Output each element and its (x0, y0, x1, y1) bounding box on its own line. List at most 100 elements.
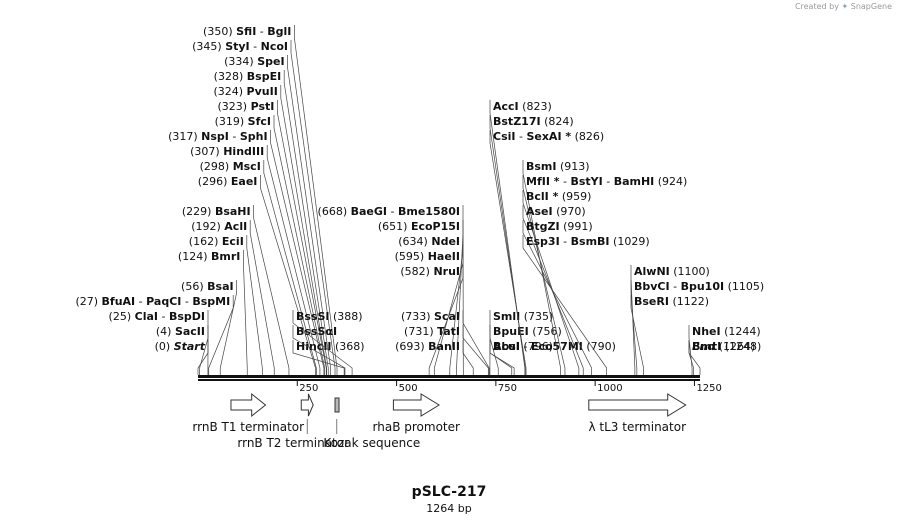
site-label: (345) StyI - NcoI (192, 40, 288, 53)
restriction-site[interactable]: (124) BmrI (178, 250, 248, 375)
site-label: (668) BaeGI - Bme1580I (318, 205, 460, 218)
restriction-site[interactable]: (733) ScaI (401, 310, 490, 375)
enzyme-name: BbsI (493, 340, 520, 353)
site-label: BssSαI (296, 325, 337, 338)
restriction-site[interactable]: NheI (1244) (688, 325, 761, 375)
feature-arrow-icon (300, 393, 314, 417)
restriction-site[interactable]: (0) Start (155, 340, 209, 375)
enzyme-name: AseI (526, 205, 553, 218)
site-position: (0) (155, 340, 171, 353)
restriction-site[interactable]: AccI (823) (489, 100, 552, 375)
site-leader-line (243, 250, 248, 375)
feature[interactable]: Kozak sequence (323, 397, 420, 450)
enzyme-name: SfiI (236, 25, 256, 38)
restriction-site[interactable]: BsmI (913) (522, 160, 590, 375)
restriction-site[interactable]: (731) TatI (404, 325, 489, 375)
restriction-site[interactable]: (668) BaeGI - Bme1580I (318, 205, 464, 375)
site-leader-line (266, 145, 321, 375)
site-label: (634) NdeI (398, 235, 460, 248)
restriction-site[interactable]: (319) SfcI (215, 115, 326, 375)
restriction-site[interactable]: (350) SfiI - BglI (203, 25, 338, 375)
enzyme-name: BseRI (634, 295, 669, 308)
restriction-site[interactable]: BclI * (959) (522, 190, 591, 375)
feature[interactable]: rrnB T2 terminator (237, 393, 349, 450)
site-position: (790) (586, 340, 616, 353)
restriction-site[interactable]: BbsI (796) (489, 340, 553, 375)
site-label: BpuEI (756) (493, 325, 562, 338)
site-leader-line (283, 70, 329, 375)
restriction-site[interactable]: AcuI - Eco57MI (790) (489, 340, 616, 375)
restriction-site[interactable]: (296) EaeI (198, 175, 316, 375)
site-position: (913) (560, 160, 590, 173)
restriction-site[interactable]: (162) EciI (189, 235, 263, 375)
site-label: (0) Start (155, 340, 206, 353)
restriction-site[interactable]: (317) NspI - SphI (168, 130, 325, 375)
restriction-site[interactable]: CsiI - SexAI * (826) (489, 130, 604, 375)
restriction-site[interactable]: (324) PvuII (213, 85, 328, 375)
restriction-site[interactable]: (693) BanII (395, 340, 474, 375)
enzyme-name: EciI (222, 235, 244, 248)
enzyme-name: NheI (692, 325, 721, 338)
site-position: (162) (189, 235, 219, 248)
restriction-site[interactable]: BtgZI (991) (522, 220, 593, 375)
restriction-site[interactable]: AseI (970) (522, 205, 586, 375)
restriction-site[interactable]: Esp3I - BsmBI (1029) (522, 235, 650, 375)
restriction-site[interactable]: (27) BfuAI - PaqCI - BspMI (75, 295, 234, 375)
enzyme-name: BamHI (614, 175, 655, 188)
site-label: (25) ClaI - BspDI (109, 310, 205, 323)
restriction-site[interactable]: End (1264) (688, 340, 755, 375)
site-position: (229) (182, 205, 212, 218)
restriction-site[interactable]: (298) MscI (200, 160, 317, 375)
site-leader-line (462, 325, 489, 375)
enzyme-name: BbvCI (634, 280, 670, 293)
restriction-site[interactable]: (307) HindIII (190, 145, 321, 375)
restriction-site[interactable]: SmlI (735) (489, 310, 554, 375)
enzyme-name: BsmBI (571, 235, 610, 248)
backbone-strand-bottom (198, 379, 700, 381)
restriction-site[interactable]: (25) ClaI - BspDI (109, 310, 209, 375)
restriction-site[interactable]: HincII (368) (292, 340, 365, 375)
restriction-site[interactable]: BssSαI (292, 325, 346, 375)
site-position: (733) (401, 310, 431, 323)
site-label: AlwNI (1100) (634, 265, 710, 278)
site-position: (124) (178, 250, 208, 263)
restriction-site[interactable]: (651) EcoP15I (378, 220, 464, 375)
site-label: BsmI (913) (526, 160, 590, 173)
restriction-site[interactable]: (229) BsaHI (182, 205, 290, 375)
restriction-site[interactable]: (634) NdeI (398, 235, 464, 375)
restriction-site[interactable]: (56) BsaI (181, 280, 237, 375)
enzyme-name: BaeGI (351, 205, 387, 218)
site-leader-line (273, 115, 326, 375)
restriction-site[interactable]: (345) StyI - NcoI (192, 40, 336, 375)
enzyme-name: TatI (437, 325, 460, 338)
feature[interactable]: rhaB promoter (373, 393, 460, 434)
enzyme-name: AcuI (493, 340, 520, 353)
site-position: (298) (200, 160, 230, 173)
site-leader-line (630, 265, 636, 375)
enzyme-name: SacII (175, 325, 205, 338)
restriction-site[interactable]: (328) BspEI (214, 70, 329, 375)
restriction-site[interactable]: (192) AclI (191, 220, 275, 375)
restriction-site[interactable]: BseRI (1122) (630, 295, 709, 375)
plasmid-name: pSLC-217 (411, 484, 487, 500)
feature[interactable]: rrnB T1 terminator (192, 392, 304, 434)
enzyme-name: End (692, 340, 715, 353)
enzyme-name: BstYI (570, 175, 602, 188)
restriction-site[interactable]: BssSI (388) (292, 310, 363, 375)
restriction-site[interactable]: BstZ17I (824) (489, 115, 574, 375)
site-label: (582) NruI (400, 265, 460, 278)
site-label: (124) BmrI (178, 250, 240, 263)
restriction-site[interactable]: (582) NruI (400, 265, 464, 375)
site-leader-line (290, 40, 336, 375)
restriction-site[interactable]: (334) SpeI (224, 55, 331, 375)
site-position: (735) (524, 310, 554, 323)
feature-arrow-icon (230, 392, 267, 418)
restriction-site[interactable]: AlwNI (1100) (630, 265, 710, 375)
site-position: (323) (218, 100, 248, 113)
feature[interactable]: λ tL3 terminator (588, 393, 687, 434)
restriction-site[interactable]: BbvCI - Bpu10I (1105) (630, 280, 764, 375)
restriction-site[interactable]: MfII * - BstYI - BamHI (924) (522, 175, 687, 375)
restriction-site[interactable]: (323) PstI (218, 100, 327, 375)
enzyme-name: BanII (428, 340, 460, 353)
